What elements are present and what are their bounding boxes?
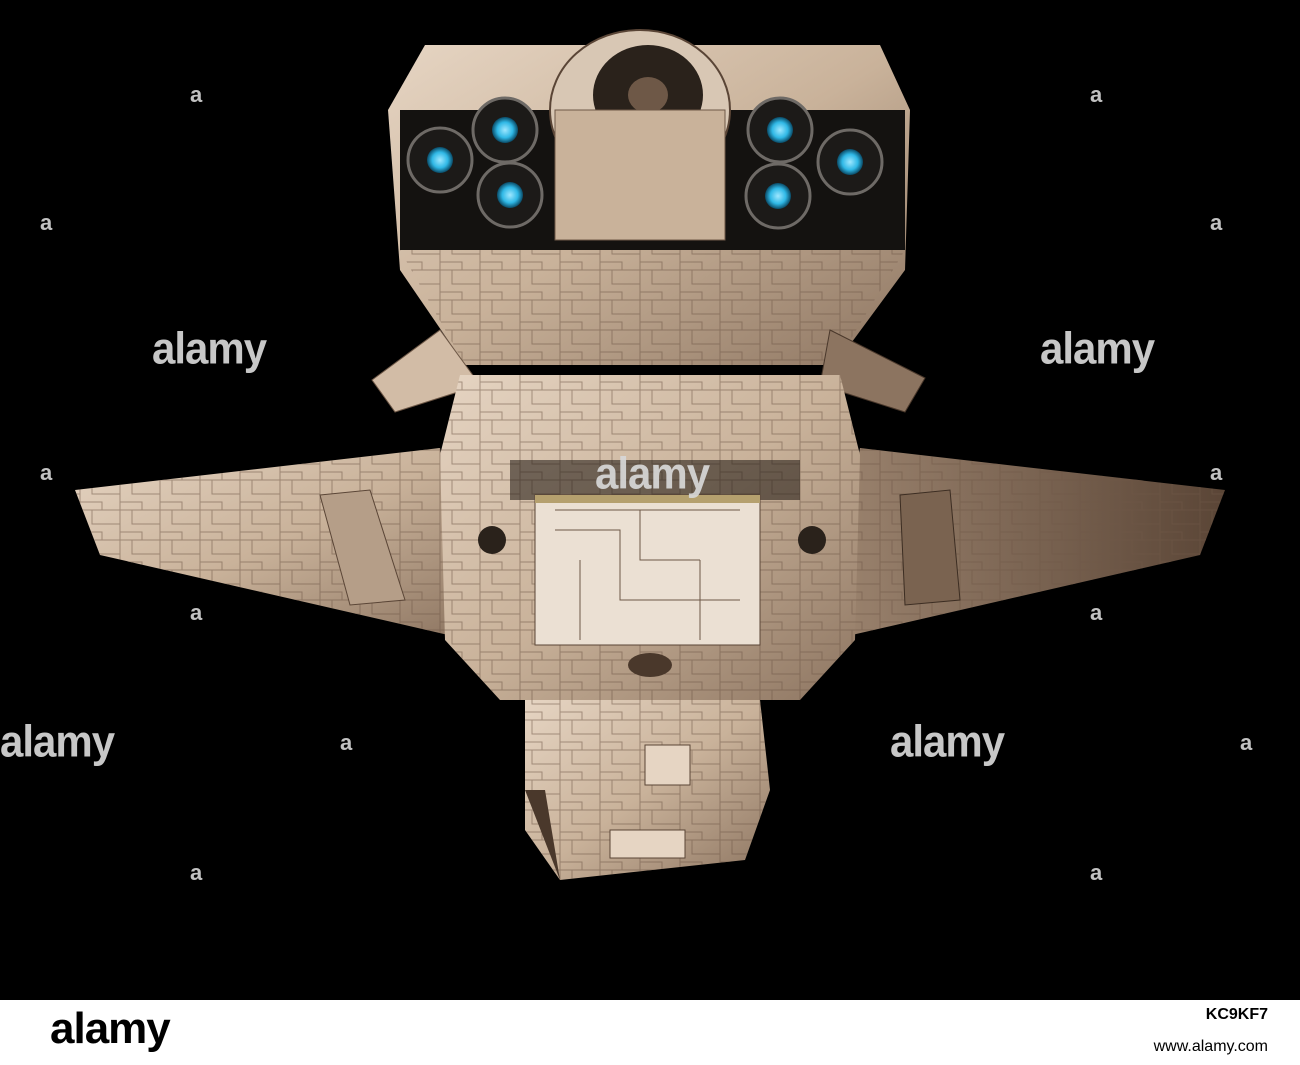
footer-logo: alamy [50, 1004, 171, 1053]
spaceship-render [75, 29, 1225, 880]
watermark-mark: a [40, 460, 53, 485]
watermark-mark: a [340, 730, 353, 755]
watermark: alamy [152, 323, 267, 374]
watermark: alamy [595, 448, 710, 499]
watermark-mark: a [1090, 860, 1103, 885]
watermark-mark: a [40, 210, 53, 235]
watermark-mark: a [1240, 730, 1253, 755]
watermark-mark: a [1090, 600, 1103, 625]
main-hull [440, 375, 860, 700]
image-id: KC9KF7 [1205, 1006, 1268, 1023]
right-wing [830, 448, 1225, 640]
engine-block [388, 29, 910, 365]
watermark-mark: a [1210, 460, 1223, 485]
watermark-mark: a [190, 82, 203, 107]
watermark: alamy [1040, 323, 1155, 374]
footer-meta: KC9KF7 www.alamy.com [1154, 1006, 1268, 1056]
right-fin [819, 329, 926, 413]
watermark: alamy [890, 716, 1005, 767]
footer-url: www.alamy.com [1153, 1038, 1268, 1055]
watermark-mark: a [1090, 82, 1103, 107]
watermark-mark: a [190, 600, 203, 625]
watermark: alamy [0, 716, 115, 767]
watermark-mark: a [190, 860, 203, 885]
lower-module [525, 700, 770, 880]
left-wing [75, 448, 470, 640]
watermark-mark: a [1210, 210, 1223, 235]
footer-bar: alamy KC9KF7 www.alamy.com [0, 1000, 1300, 1065]
